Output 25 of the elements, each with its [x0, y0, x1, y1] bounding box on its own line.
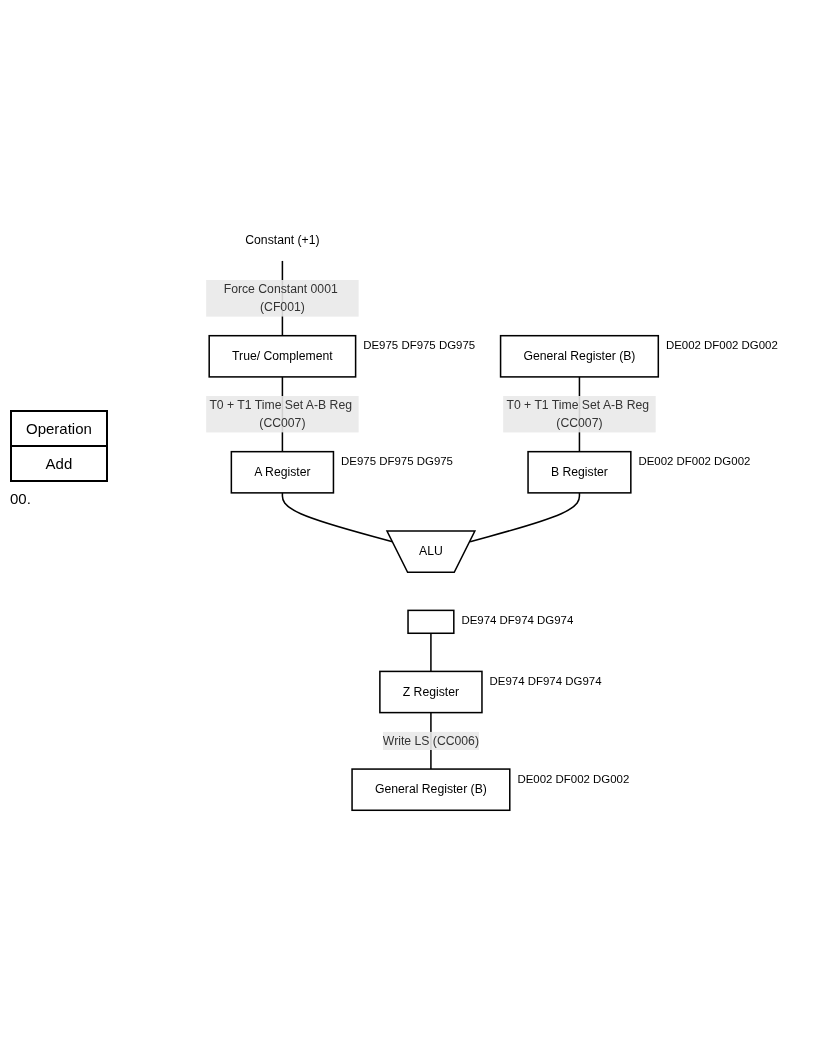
node-box: A Register: [230, 450, 335, 494]
signal-code: DE002 DF002 DG002: [638, 455, 751, 468]
edge-label: Force Constant 0001 (CF001): [223, 282, 338, 314]
node-box: B Register: [527, 450, 632, 494]
node-box: True/ Complement: [208, 334, 357, 378]
signal-code: DE974 DF974 DG974: [489, 675, 602, 688]
signal-code: DE975 DF975 DG975: [363, 339, 476, 352]
edge-label: T0 + T1 Time Set A-B Reg (CC007): [506, 398, 650, 430]
signal-code: DE975 DF975 DG975: [341, 455, 453, 468]
node-text: Constant (+1): [245, 233, 320, 247]
node-box: General Register (B): [499, 334, 660, 378]
connector: [281, 492, 394, 543]
edge-label: Write LS (CC006): [382, 733, 479, 747]
signal-code: DE974 DF974 DG974: [461, 614, 574, 627]
table-cell: Operation: [11, 411, 107, 446]
node-box: General Register (B): [351, 768, 511, 812]
note-text: 00.: [10, 490, 32, 507]
node-box: [407, 609, 455, 635]
table-cell: Add: [11, 446, 107, 481]
connector: [430, 632, 432, 673]
node-box: Z Register: [379, 670, 483, 714]
signal-code: DE002 DF002 DG002: [665, 339, 778, 352]
signal-code: DE002 DF002 DG002: [517, 772, 630, 785]
edge-label: T0 + T1 Time Set A-B Reg (CC007): [209, 398, 353, 430]
connector: [469, 492, 581, 543]
